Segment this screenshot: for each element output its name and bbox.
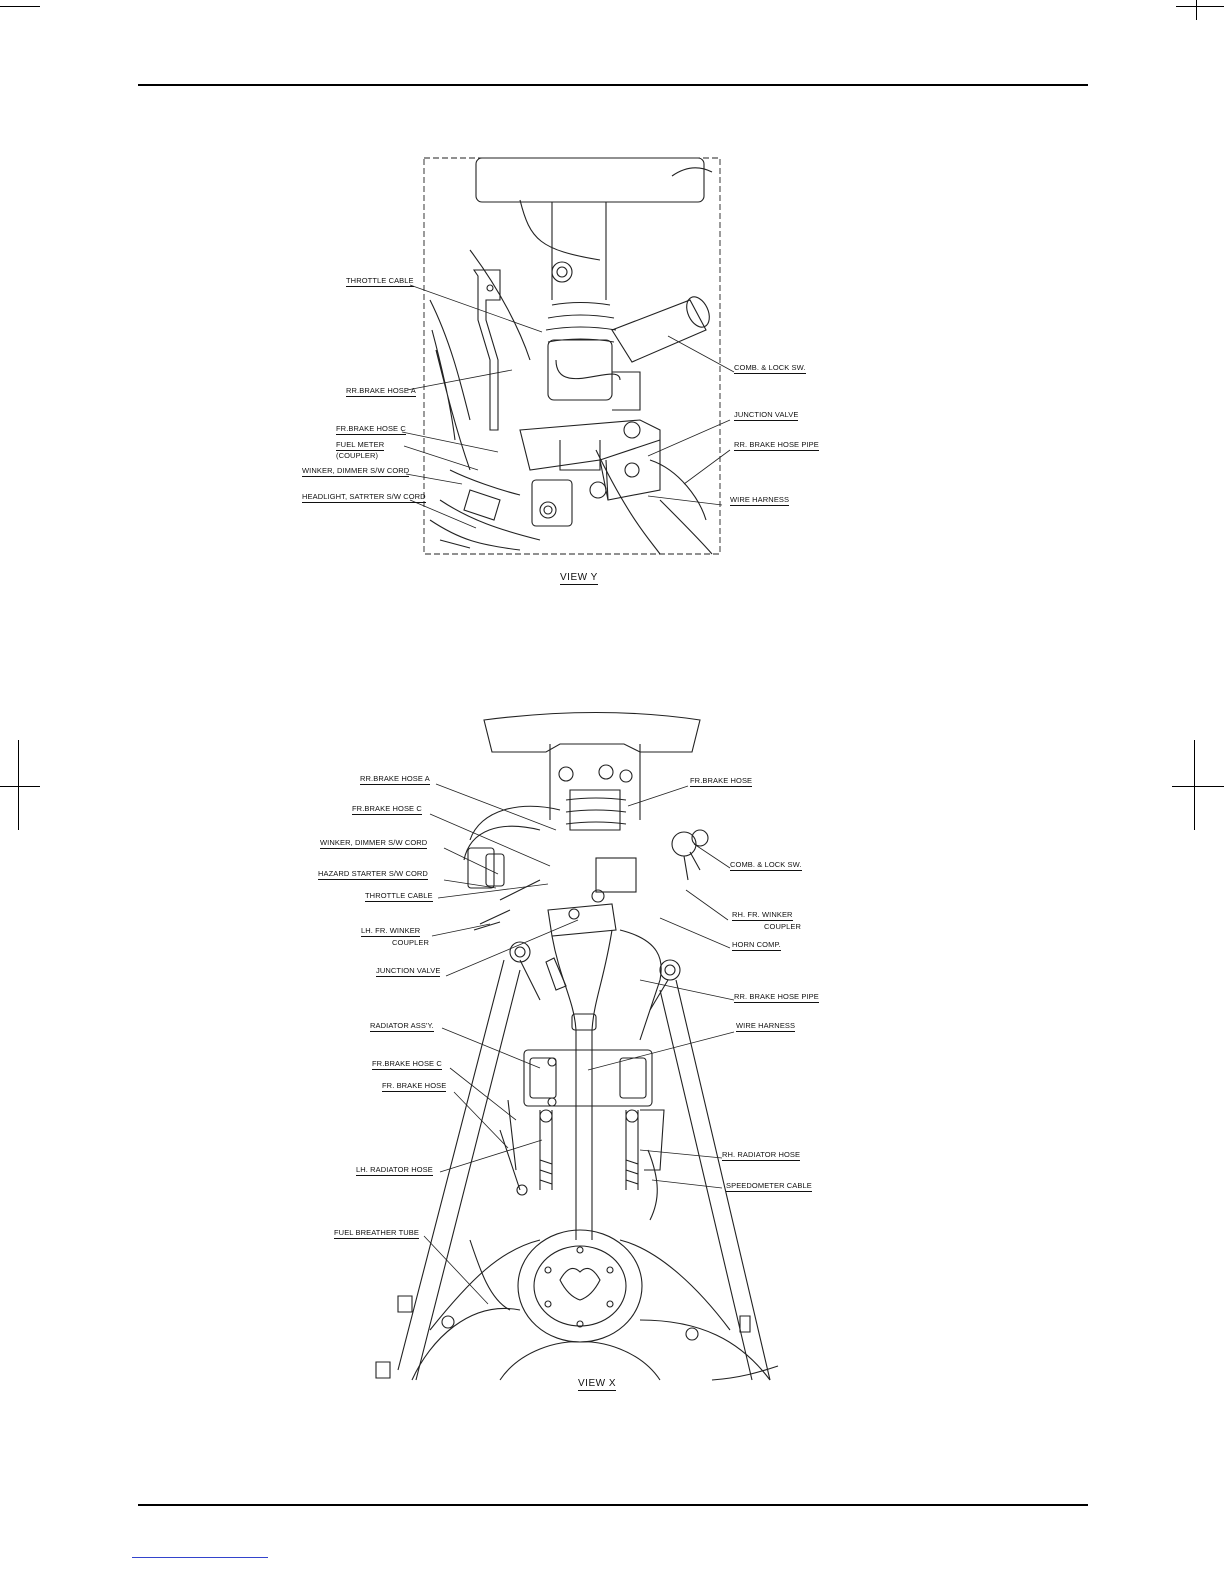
crop-mark <box>1176 6 1224 7</box>
label-x-radiator-assy: RADIATOR ASS'Y. <box>370 1021 434 1032</box>
footer-rule <box>138 1504 1088 1506</box>
label-x-lh-coupler: COUPLER <box>392 938 429 947</box>
label-x-horn-comp: HORN COMP. <box>732 940 781 951</box>
label-x-throttle-cable: THROTTLE CABLE <box>365 891 433 902</box>
label-fr-brake-hose-c: FR.BRAKE HOSE C <box>336 424 406 435</box>
crop-mark <box>1196 0 1197 20</box>
label-comb-lock: COMB. & LOCK SW. <box>734 363 806 374</box>
label-throttle-cable: THROTTLE CABLE <box>346 276 414 287</box>
label-x-winker-dimmer: WINKER, DIMMER S/W CORD <box>320 838 428 849</box>
label-x-fr-brake-hose2: FR. BRAKE HOSE <box>382 1081 447 1092</box>
label-x-fr-brake-hose: FR.BRAKE HOSE <box>690 776 753 787</box>
label-x-speedometer-cable: SPEEDOMETER CABLE <box>726 1181 812 1192</box>
crop-mark <box>18 740 19 830</box>
label-headlight-starter: HEADLIGHT, SATRTER S/W CORD <box>302 492 426 503</box>
label-fuel-meter: FUEL METER <box>336 440 385 451</box>
label-rr-brake-hose-pipe: RR. BRAKE HOSE PIPE <box>734 440 819 451</box>
footer-link-line <box>132 1557 268 1558</box>
label-x-rh-radiator-hose: RH. RADIATOR HOSE <box>722 1150 801 1161</box>
label-winker-dimmer: WINKER, DIMMER S/W CORD <box>302 466 410 477</box>
label-x-rr-brake-hose-a: RR.BRAKE HOSE A <box>360 774 430 785</box>
label-x-hazard-starter: HAZARD STARTER S/W CORD <box>318 869 428 880</box>
label-wire-harness: WIRE HARNESS <box>730 495 790 506</box>
label-x-fr-brake-hose-c: FR.BRAKE HOSE C <box>352 804 422 815</box>
view-x-caption: VIEW X <box>578 1378 617 1391</box>
crop-mark <box>1194 740 1195 830</box>
label-rr-brake-hose-a: RR.BRAKE HOSE A <box>346 386 416 397</box>
label-x-rh-coupler: COUPLER <box>764 922 801 931</box>
label-x-lh-radiator-hose: LH. RADIATOR HOSE <box>356 1165 433 1176</box>
crop-mark <box>1172 786 1224 787</box>
crop-mark <box>0 786 40 787</box>
view-y-caption: VIEW Y <box>560 572 598 585</box>
label-x-rr-brake-hose-pipe: RR. BRAKE HOSE PIPE <box>734 992 819 1003</box>
label-x-wire-harness: WIRE HARNESS <box>736 1021 796 1032</box>
label-x-rh-fr-winker: RH. FR. WINKER <box>732 910 793 921</box>
label-x-junction-valve: JUNCTION VALVE <box>376 966 441 977</box>
label-x-fuel-breather: FUEL BREATHER TUBE <box>334 1228 420 1239</box>
crop-mark <box>0 6 40 7</box>
label-x-fr-brake-hose-c2: FR.BRAKE HOSE C <box>372 1059 442 1070</box>
header-rule <box>138 84 1088 86</box>
label-coupler: (COUPLER) <box>336 451 379 460</box>
label-junction-valve: JUNCTION VALVE <box>734 410 799 421</box>
label-x-comb-lock: COMB. & LOCK SW. <box>730 860 802 871</box>
label-x-lh-fr-winker: LH. FR. WINKER <box>361 926 421 937</box>
